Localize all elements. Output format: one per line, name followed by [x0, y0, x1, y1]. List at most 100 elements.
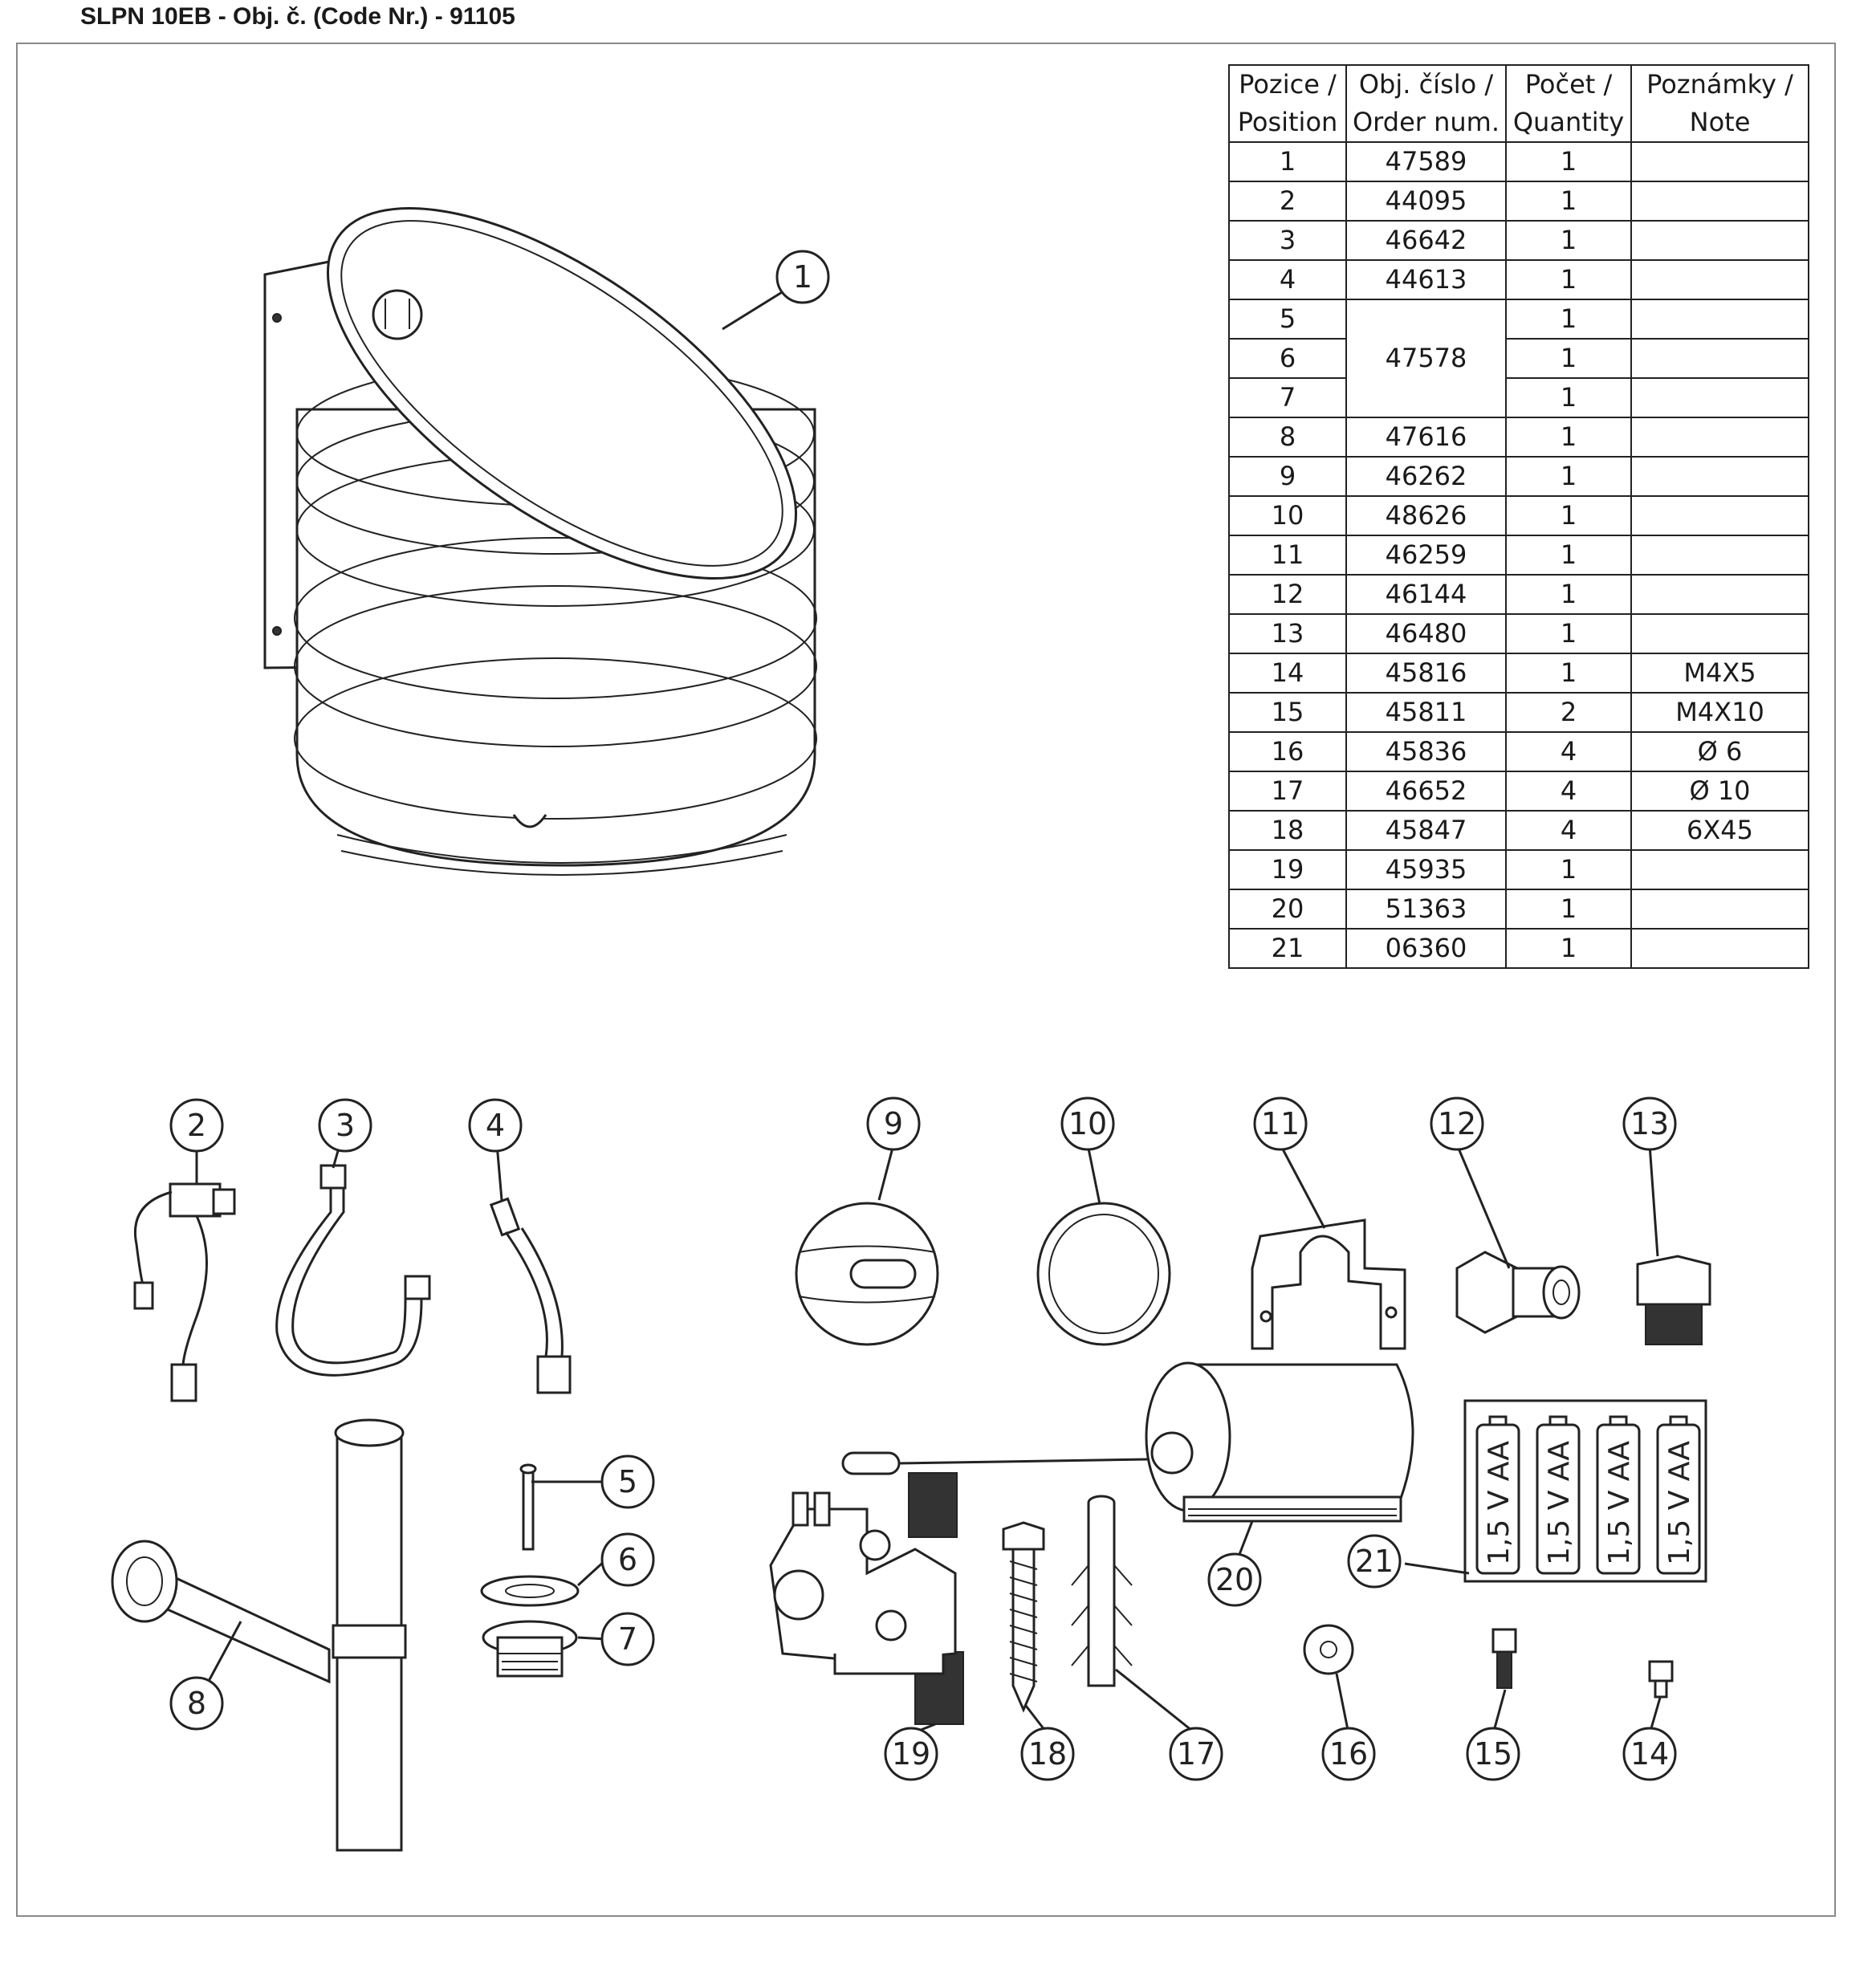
cell-quantity: 1: [1505, 141, 1632, 182]
cell-quantity: 1: [1505, 259, 1632, 300]
battery: 1,5 V AA: [1475, 1415, 1520, 1575]
callout-circle: [1207, 1552, 1262, 1607]
siphon-drawing: [111, 1418, 407, 1852]
cell-note: [1630, 338, 1809, 379]
ring-drawing: [1036, 1202, 1171, 1346]
callout-9: 9: [866, 1096, 921, 1151]
col-header-note: Poznámky /: [1630, 64, 1809, 104]
callout-number: 13: [1630, 1106, 1669, 1141]
cell-order-num: 46480: [1345, 613, 1507, 654]
cell-quantity: 1: [1505, 535, 1632, 576]
callout-1: 1: [775, 250, 830, 304]
callout-7: 7: [600, 1612, 655, 1666]
callout-14: 14: [1622, 1727, 1677, 1781]
callout-21: 21: [1347, 1534, 1402, 1589]
col-header-quantity-en: Quantity: [1505, 104, 1632, 143]
callout-circle: [600, 1612, 655, 1666]
table-header-row: Pozice / Obj. číslo / Počet / Poznámky /: [1228, 64, 1809, 104]
callout-13: 13: [1622, 1096, 1677, 1151]
callout-12: 12: [1430, 1096, 1484, 1151]
col-header-note-en: Note: [1630, 104, 1809, 143]
cell-position: 15: [1228, 692, 1347, 733]
callout-19: 19: [884, 1727, 938, 1781]
callout-number: 12: [1438, 1106, 1476, 1141]
callout-circle: [1060, 1096, 1115, 1151]
cell-order-num: 48626: [1345, 495, 1507, 536]
callout-11: 11: [1253, 1096, 1308, 1151]
cell-note: [1630, 495, 1809, 536]
cell-position: 18: [1228, 810, 1347, 851]
cell-position: 8: [1228, 417, 1347, 458]
callout-circle: [1253, 1096, 1308, 1151]
cell-order-num: 46642: [1345, 220, 1507, 261]
cell-order-num: 44613: [1345, 259, 1507, 300]
cell-quantity: 1: [1505, 220, 1632, 261]
cell-position: 16: [1228, 731, 1347, 772]
callout-16: 16: [1321, 1727, 1376, 1781]
cell-position: 19: [1228, 849, 1347, 890]
callout-number: 16: [1329, 1736, 1368, 1772]
battery: 1,5 V AA: [1656, 1415, 1701, 1575]
cell-quantity: 1: [1505, 928, 1632, 969]
cell-position: 14: [1228, 653, 1347, 694]
callout-circle: [1622, 1727, 1677, 1781]
callout-circle: [468, 1098, 523, 1153]
callout-number: 1: [793, 259, 812, 295]
callout-6: 6: [600, 1532, 655, 1587]
cell-quantity: 1: [1505, 653, 1632, 694]
wall-anchor-drawing: [1071, 1495, 1133, 1687]
battery-label: 1,5 V AA: [1663, 1441, 1696, 1565]
screw-drawing: [1002, 1521, 1045, 1713]
bracket-drawing: [1251, 1218, 1406, 1350]
cell-quantity: 1: [1505, 299, 1632, 340]
cell-position: 12: [1228, 574, 1347, 615]
bolt-m4x10-drawing: [1491, 1628, 1517, 1689]
callout-circle: [600, 1532, 655, 1587]
callout-4: 4: [468, 1098, 523, 1153]
cell-quantity: 4: [1505, 731, 1632, 772]
cell-order-num: 45836: [1345, 731, 1507, 772]
cell-quantity: 4: [1505, 771, 1632, 812]
cell-note: [1630, 377, 1809, 418]
callout-circle: [1347, 1534, 1402, 1589]
cell-quantity: 1: [1505, 613, 1632, 654]
cell-note: M4X10: [1630, 692, 1809, 733]
col-header-quantity: Počet /: [1505, 64, 1632, 104]
callout-18: 18: [1020, 1727, 1075, 1781]
cell-quantity: 1: [1505, 849, 1632, 890]
cell-position: 3: [1228, 220, 1347, 261]
cell-quantity: 1: [1505, 456, 1632, 497]
battery-label: 1,5 V AA: [1603, 1441, 1636, 1565]
callout-circle: [169, 1676, 224, 1731]
cell-order-num: 44095: [1345, 181, 1507, 222]
cell-note: [1630, 574, 1809, 615]
battery: 1,5 V AA: [1536, 1415, 1581, 1575]
callout-circle: [318, 1098, 372, 1153]
cell-note: Ø 10: [1630, 771, 1809, 812]
callout-number: 6: [618, 1542, 637, 1577]
cell-note: M4X5: [1630, 653, 1809, 694]
callout-number: 4: [486, 1108, 505, 1143]
callout-number: 19: [892, 1736, 930, 1772]
cell-quantity: 1: [1505, 889, 1632, 930]
cell-note: [1630, 849, 1809, 890]
cell-position: 11: [1228, 535, 1347, 576]
sensor-cable-drawing: [133, 1182, 236, 1402]
battery-label: 1,5 V AA: [1543, 1441, 1576, 1565]
drain-parts-drawing: [480, 1463, 580, 1678]
callout-number: 15: [1474, 1736, 1512, 1772]
solenoid-valve-drawing: [769, 1472, 964, 1725]
cell-quantity: 1: [1505, 338, 1632, 379]
cell-order-num: 06360: [1345, 928, 1507, 969]
nozzle-drawing: [1455, 1251, 1581, 1334]
cell-position: 10: [1228, 495, 1347, 536]
cell-order-num: 47616: [1345, 417, 1507, 458]
cell-position: 6: [1228, 338, 1347, 379]
callout-circle: [866, 1096, 921, 1151]
